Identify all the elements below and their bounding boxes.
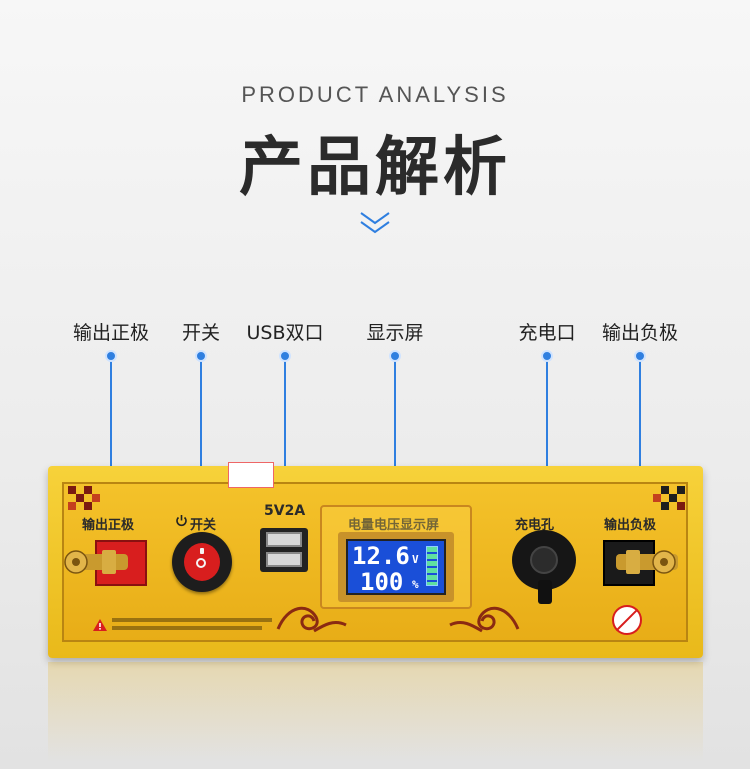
switch-on-mark bbox=[196, 558, 206, 568]
callout-line-negative bbox=[639, 352, 641, 557]
panel-label-positive: 输出正极 bbox=[82, 518, 135, 533]
chevron-down-icon bbox=[360, 212, 390, 234]
charge-port-cap bbox=[538, 580, 552, 604]
warning-icon bbox=[93, 619, 107, 631]
warranty-sticker bbox=[228, 462, 274, 488]
subtitle: PRODUCT ANALYSIS bbox=[241, 82, 509, 107]
callout-label-usb: USB双口 bbox=[246, 322, 324, 344]
callout-dot bbox=[541, 350, 553, 362]
callout-dot bbox=[195, 350, 207, 362]
callout-dot bbox=[279, 350, 291, 362]
lcd-percent: 100 bbox=[360, 568, 404, 596]
warning-text-line bbox=[112, 626, 262, 630]
callout-dot bbox=[634, 350, 646, 362]
checker-decoration bbox=[68, 486, 100, 510]
positive-terminal-post[interactable] bbox=[62, 538, 132, 586]
charge-port-socket bbox=[530, 546, 558, 574]
battery-level-icon bbox=[426, 546, 438, 586]
usb-rating: 5V2A bbox=[264, 503, 306, 519]
warning-text-line bbox=[112, 618, 272, 622]
callout-line-switch bbox=[200, 352, 202, 552]
callout-line-charge bbox=[546, 352, 548, 547]
panel-reflection bbox=[48, 662, 703, 762]
callout-line-usb bbox=[284, 352, 286, 532]
callout-line-display bbox=[394, 352, 396, 557]
checker-decoration bbox=[653, 486, 685, 510]
panel-label-charge: 充电孔 bbox=[515, 518, 555, 533]
negative-terminal-post[interactable] bbox=[612, 538, 682, 586]
callout-label-switch: 开关 bbox=[181, 322, 221, 344]
callout-label-display: 显示屏 bbox=[366, 322, 424, 344]
lcd-percent-unit: % bbox=[412, 578, 419, 591]
callout-line-positive bbox=[110, 352, 112, 557]
swirl-ornament-left bbox=[276, 606, 347, 633]
callout-label-positive: 输出正极 bbox=[72, 322, 150, 344]
callout-dot bbox=[105, 350, 117, 362]
swirl-ornament-right bbox=[449, 606, 520, 633]
panel-label-switch: 开关 bbox=[190, 518, 217, 533]
power-icon bbox=[176, 515, 187, 527]
callout-label-charge: 充电口 bbox=[518, 322, 576, 344]
callout-dot bbox=[389, 350, 401, 362]
callout-label-negative: 输出负极 bbox=[601, 322, 679, 344]
usb-port-2[interactable] bbox=[266, 552, 302, 567]
lcd-voltage: 12.6 bbox=[352, 542, 410, 570]
switch-off-mark bbox=[200, 548, 204, 554]
page-title: 产品解析 bbox=[239, 131, 511, 205]
panel-label-display: 电量电压显示屏 bbox=[348, 518, 440, 533]
no-fire-icon bbox=[612, 605, 642, 635]
lcd-voltage-unit: V bbox=[412, 553, 419, 566]
usb-port-1[interactable] bbox=[266, 532, 302, 547]
panel-label-negative: 输出负极 bbox=[604, 518, 657, 533]
